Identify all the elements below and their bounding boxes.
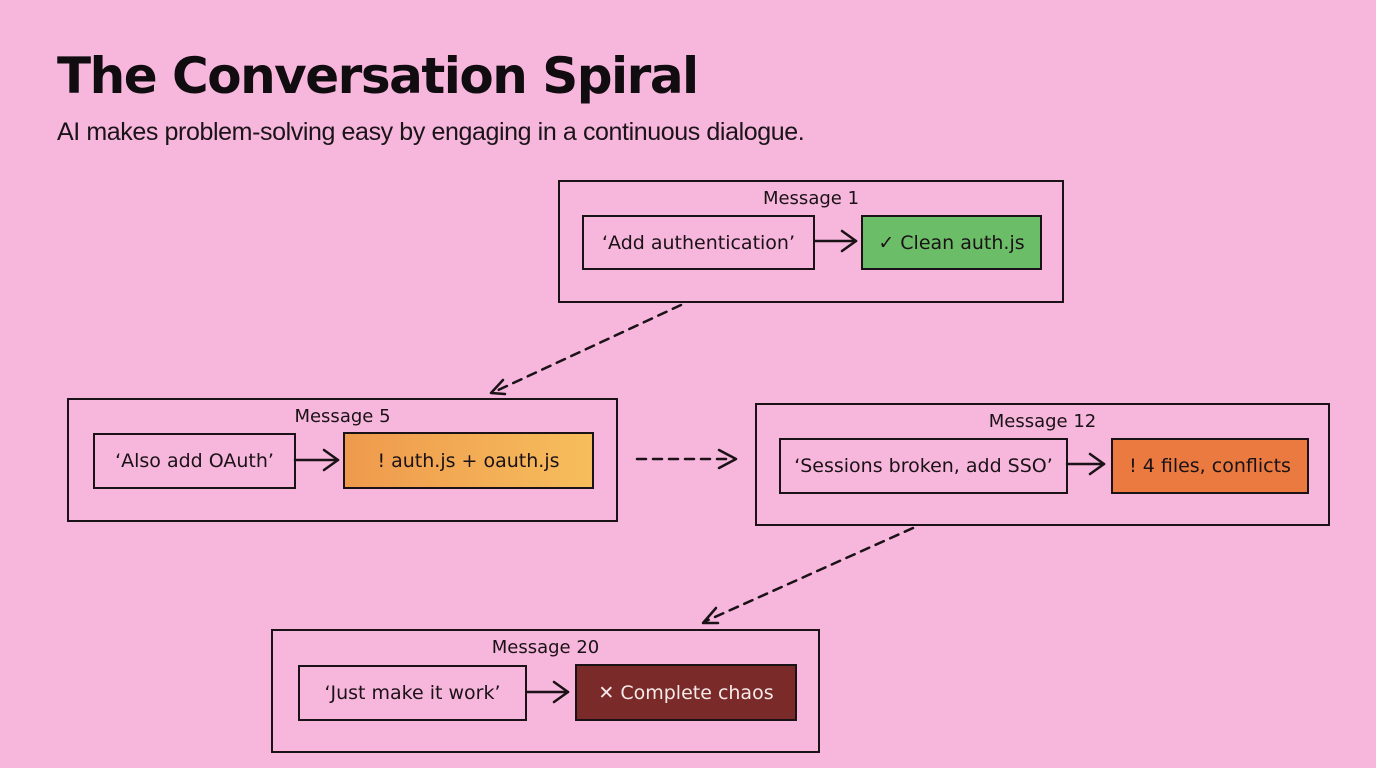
message-label: Message 12 — [988, 411, 1097, 432]
prompt-box: ‘Add authentication’ — [582, 215, 815, 270]
prompt-box: ‘Also add OAuth’ — [93, 433, 296, 489]
dashed-arrow-icon — [635, 448, 738, 470]
message-label: Message 1 — [762, 188, 860, 209]
result-box-warning: ! auth.js + oauth.js — [343, 432, 594, 489]
prompt-box: ‘Just make it work’ — [298, 665, 527, 721]
page-subtitle: AI makes problem-solving easy by engagin… — [57, 118, 805, 146]
dashed-arrow-icon — [489, 303, 683, 396]
message-label: Message 5 — [294, 406, 391, 427]
page-title: The Conversation Spiral — [57, 47, 699, 105]
message-label: Message 20 — [491, 637, 600, 658]
message-group-20: Message 20 ‘Just make it work’ ✕ Complet… — [271, 629, 820, 753]
result-box-success: ✓ Clean auth.js — [861, 215, 1042, 270]
result-box-critical: ✕ Complete chaos — [575, 664, 797, 721]
message-group-12: Message 12 ‘Sessions broken, add SSO’ ! … — [755, 403, 1330, 526]
dashed-arrow-icon — [701, 526, 915, 625]
prompt-box: ‘Sessions broken, add SSO’ — [779, 438, 1068, 494]
message-group-1: Message 1 ‘Add authentication’ ✓ Clean a… — [558, 180, 1064, 303]
message-group-5: Message 5 ‘Also add OAuth’ ! auth.js + o… — [67, 398, 618, 522]
result-box-danger: ! 4 files, conflicts — [1111, 438, 1309, 494]
